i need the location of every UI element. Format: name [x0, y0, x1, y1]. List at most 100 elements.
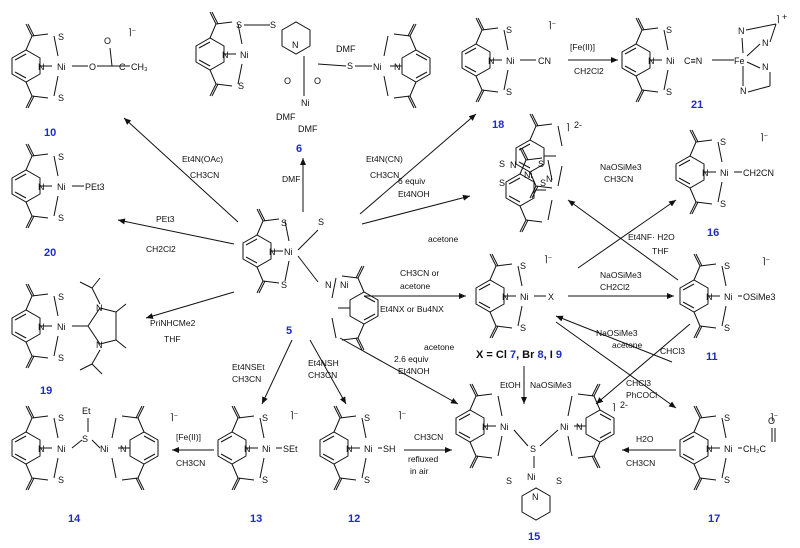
cond-to7-2: acetone: [400, 281, 431, 291]
ni-atom: Ni: [340, 280, 349, 290]
s-atom: S: [724, 475, 730, 485]
n-atom: N: [394, 62, 401, 72]
s-atom: S: [499, 159, 505, 169]
arrow-to-19: [145, 291, 235, 319]
cond-to15d-2: CH3CN: [626, 458, 655, 468]
s-atom: S: [58, 475, 64, 485]
charge-7: ⌉⁻: [544, 254, 553, 264]
ch3: C: [119, 62, 126, 72]
charge-bis: ⌉: [566, 122, 570, 132]
x-equals: X = Cl: [476, 349, 510, 361]
cond-to17-1: CHCl3: [626, 378, 651, 388]
s-atom: S: [58, 32, 64, 42]
s-atom: S: [58, 292, 64, 302]
n-atom: N: [532, 492, 539, 502]
s-atom: S: [347, 61, 353, 71]
cond-to13-2: CH3CN: [232, 374, 261, 384]
n-atom: N: [120, 444, 127, 454]
cn-ligand: CN: [538, 56, 551, 66]
compound-label-15: 15: [528, 531, 540, 543]
ni-atom: Ni: [364, 444, 373, 454]
arrow-5-to-15: [339, 337, 459, 405]
n-atom: N: [38, 62, 45, 72]
cond-to15a-3: Et4NOH: [398, 366, 430, 376]
et-group: Et: [82, 406, 91, 416]
cond-to10-1: Et4N(OAc): [182, 154, 223, 164]
s-atom: S: [58, 353, 64, 363]
arrow-to-bis: [361, 194, 471, 225]
cond-to16b-1: Et4NF· H2O: [628, 232, 675, 242]
ni-atom: Ni: [520, 292, 529, 302]
charge-15: ⌉: [612, 402, 616, 412]
ni-atom: Ni: [57, 444, 66, 454]
n-atom: N: [96, 340, 103, 350]
arrow-11-to-bis: [567, 199, 679, 281]
ni-atom: Ni: [100, 444, 109, 454]
compound-label-13: 13: [250, 513, 262, 525]
n-atom: N: [38, 322, 45, 332]
cond-to20-1: PEt3: [156, 214, 175, 224]
n-atom: N: [762, 38, 769, 48]
compound-10: N Ni S S O O C CH₃ ⌉⁻ 10: [11, 23, 148, 139]
s-atom: S: [58, 152, 64, 162]
ch2c-ligand: CH₂C: [743, 444, 766, 454]
compound-label-19: 19: [40, 385, 52, 397]
cond-chcl3: CHCl3: [660, 346, 685, 356]
charge-16: ⌉⁻: [760, 132, 769, 142]
compound-11: N Ni S S OSiMe3 ⌉⁻ 11: [679, 253, 776, 363]
set-ligand: SEt: [283, 444, 298, 454]
n-atom: N: [96, 303, 103, 313]
charge-bis-sign: 2-: [574, 120, 582, 130]
cond-to19-1: PriNHCMe2: [150, 318, 196, 328]
compound-19: N Ni S S N N 19: [11, 277, 127, 397]
cond-to18-1: Et4N(CN): [366, 154, 403, 164]
cn-bridge: C≡N: [684, 56, 702, 66]
arrow-to-12: [309, 339, 347, 405]
cond-to14-1: [Fe(II)]: [176, 432, 201, 442]
s-atom: S: [556, 476, 562, 486]
cond-to7-1: CH3CN or: [400, 268, 439, 278]
ni-atom: Ni: [373, 62, 382, 72]
reaction-arrows: [117, 57, 691, 453]
n-atom: N: [510, 160, 517, 170]
n-atom: N: [346, 444, 353, 454]
charge-14: ⌉⁻: [170, 412, 179, 422]
cond-bis-2: Et4NOH: [398, 189, 430, 199]
cond-to15a-1: acetone: [424, 342, 455, 352]
compound-label-10: 10: [44, 127, 56, 139]
n-atom: N: [292, 40, 299, 50]
arrow-to-20: [117, 218, 235, 245]
charge-17: ⌉⁻: [770, 412, 779, 422]
s-atom: S: [540, 178, 546, 188]
s-atom: S: [720, 199, 726, 209]
s-atom: S: [262, 475, 268, 485]
s-atom: S: [364, 413, 370, 423]
compound-label-16: 16: [707, 227, 719, 239]
s-atom: S: [318, 217, 324, 227]
compound-label-5: 5: [286, 325, 292, 337]
ni-atom: Ni: [560, 422, 569, 432]
s-atom: S: [58, 213, 64, 223]
s-atom: S: [666, 25, 672, 35]
compound-20: N Ni S S PEt3 20: [11, 143, 105, 259]
dmf-ligand: DMF: [298, 124, 318, 134]
o-atom: O: [768, 416, 775, 426]
cond-to21-1: [Fe(II)]: [570, 42, 595, 52]
cond-to17-2: PhCOCl: [626, 390, 657, 400]
s-atom: S: [520, 261, 526, 271]
arrow-11-to-15: [595, 323, 691, 405]
n-atom: N: [576, 422, 583, 432]
compound-5: N Ni S S Ni N S 5: [242, 208, 379, 351]
s-atom: S: [281, 280, 287, 290]
reaction-conditions: Et4N(OAc) CH3CN DMF Et4N(CN) CH3CN [Fe(I…: [146, 42, 685, 476]
s-atom: S: [506, 476, 512, 486]
cond-to16-2: CH3CN: [604, 174, 633, 184]
dmf-ligand: DMF: [336, 44, 356, 54]
ni-atom: Ni: [500, 422, 509, 432]
compound-label-20: 20: [44, 247, 56, 259]
sh-ligand: SH: [383, 444, 396, 454]
cond-to15d-1: H2O: [636, 434, 654, 444]
charge-21: ⌉: [776, 14, 780, 24]
ch2cn-ligand: CH2CN: [743, 168, 774, 178]
compound-label-14: 14: [68, 513, 81, 525]
